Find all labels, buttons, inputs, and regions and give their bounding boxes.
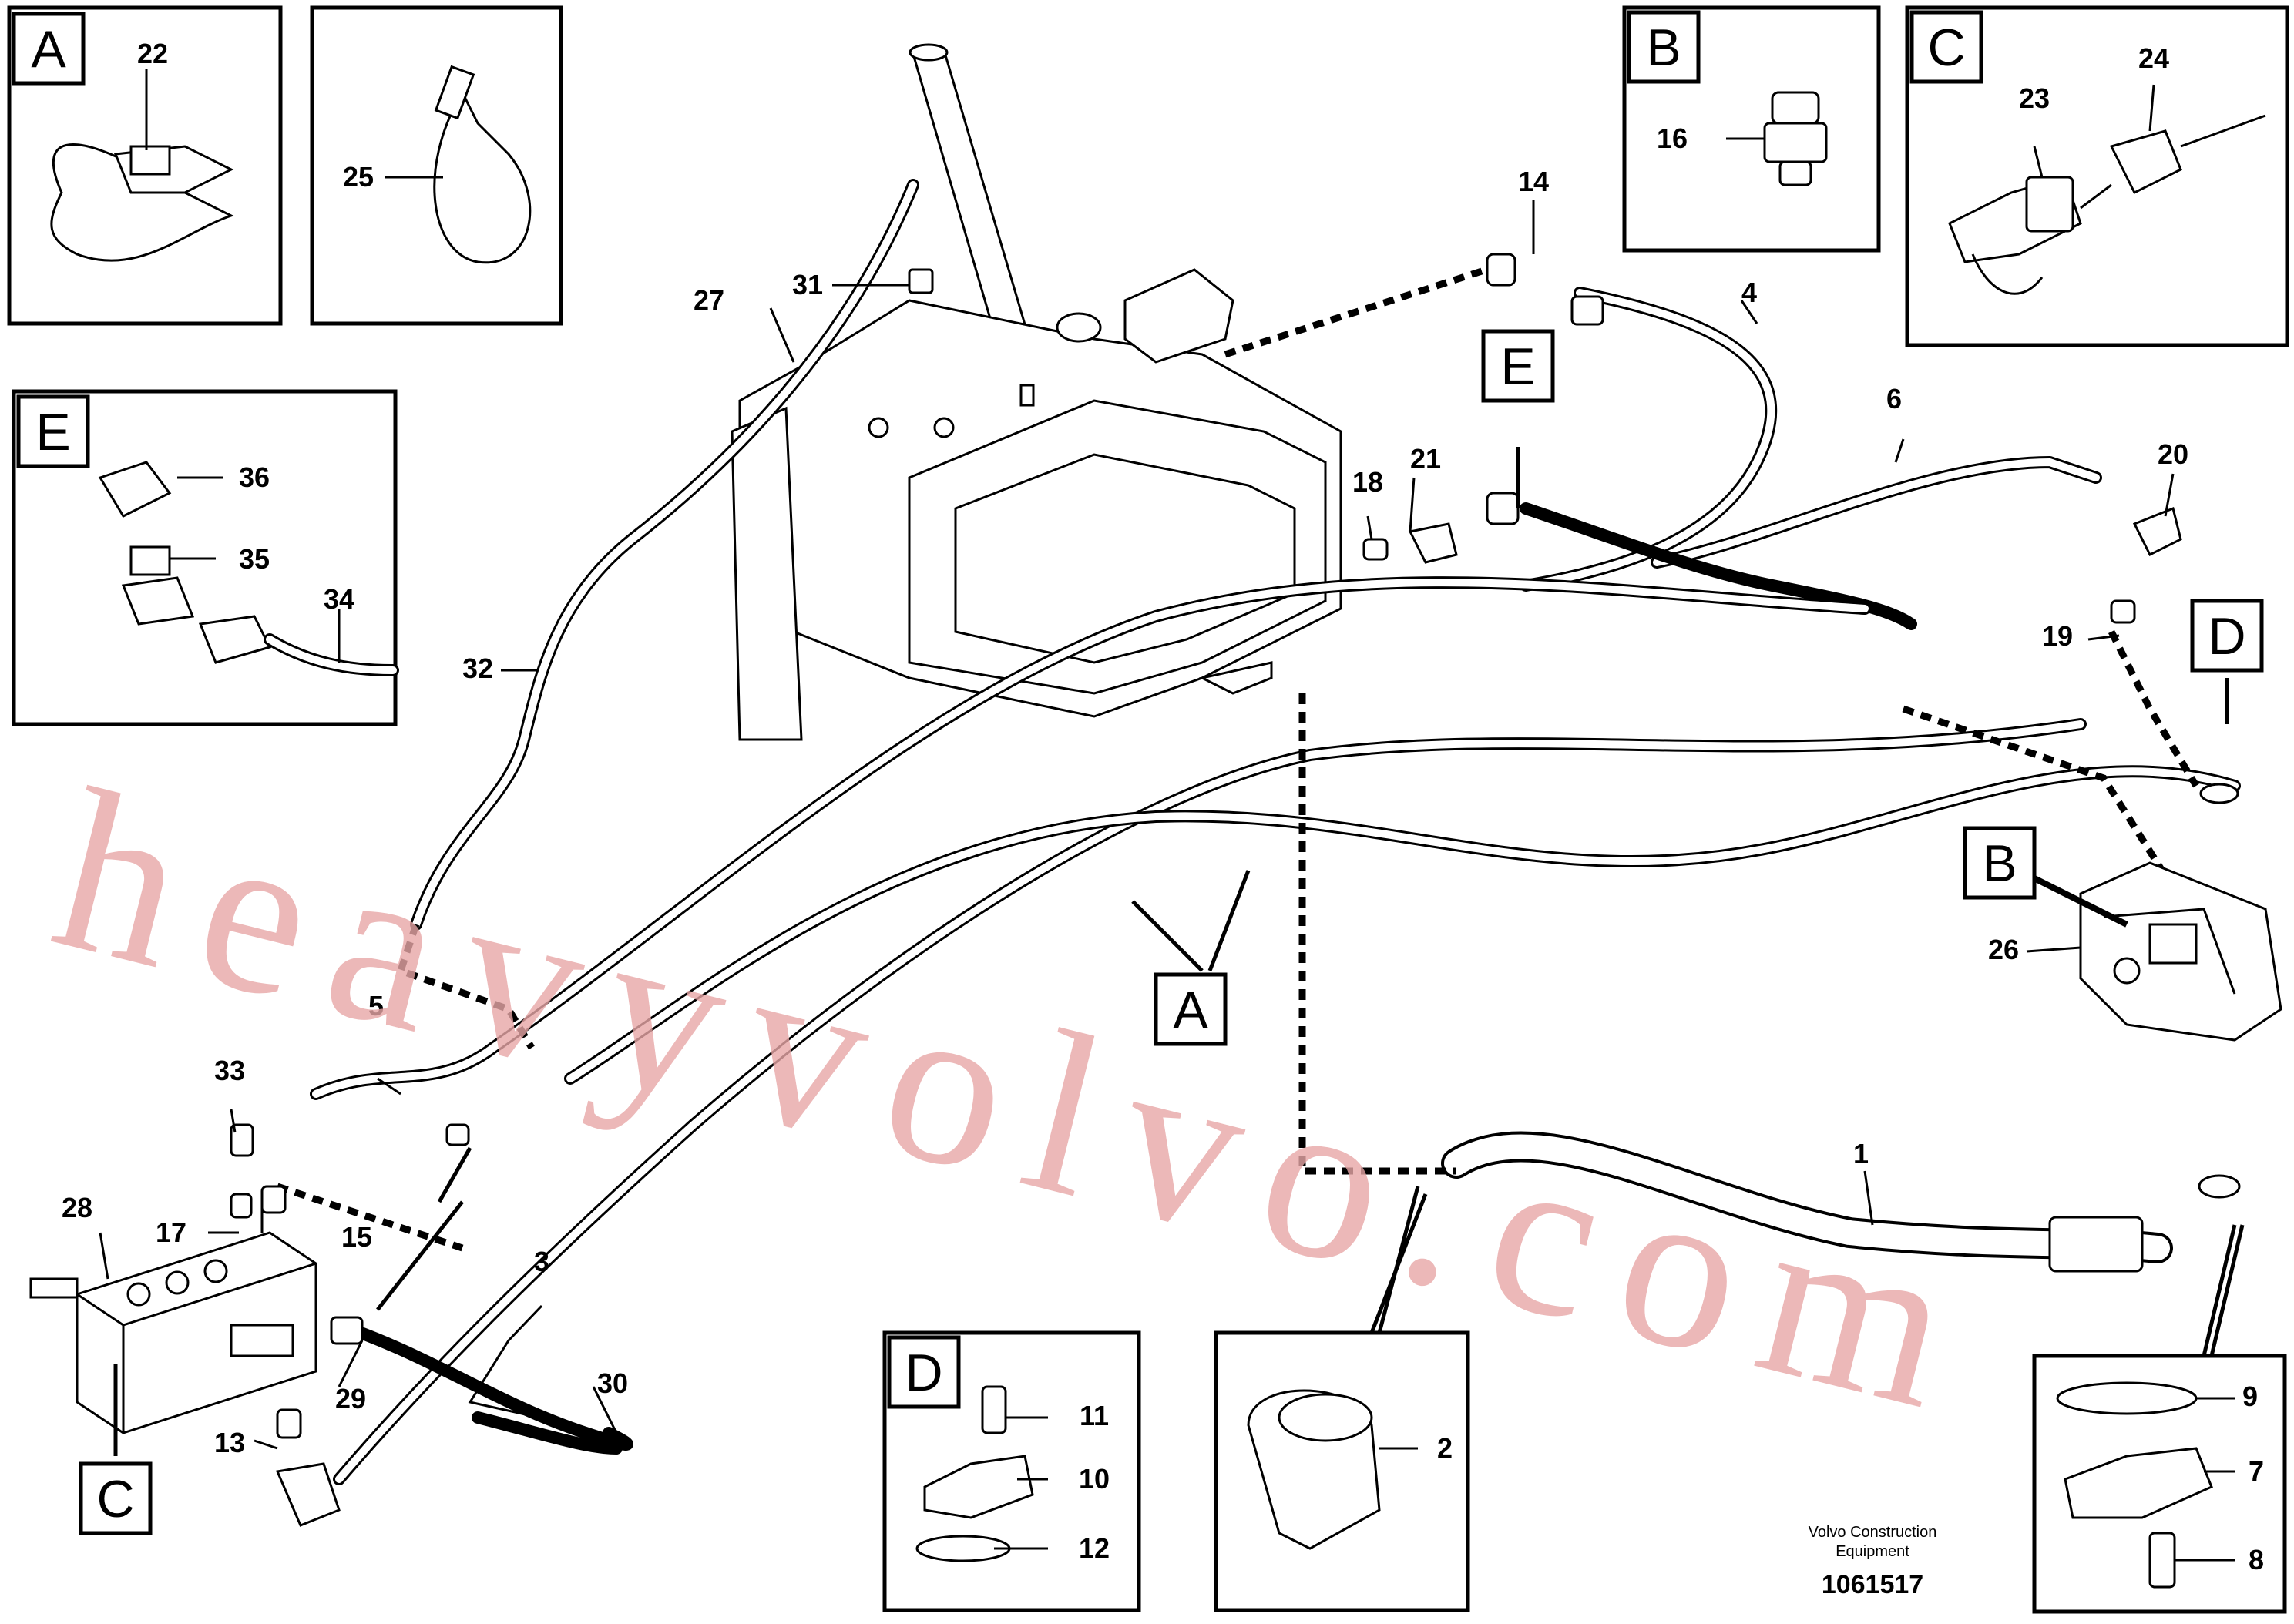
callout-20: 20 <box>2158 438 2188 470</box>
callout-10: 10 <box>1079 1463 1110 1495</box>
pointer-d-label: D <box>2208 607 2245 666</box>
callout-4: 4 <box>1741 277 1757 308</box>
pointer-b-label: B <box>1982 834 2017 893</box>
callout-5: 5 <box>368 990 384 1022</box>
callout-23: 23 <box>2019 82 2050 114</box>
leader-lines <box>99 200 2245 1456</box>
pointer-boxes: A E D B C <box>79 329 2264 1535</box>
callout-1: 1 <box>1853 1138 1869 1169</box>
callout-28: 28 <box>62 1192 92 1223</box>
footer-brand-line2: Equipment <box>1836 1543 1909 1560</box>
drawing-number: 1061517 <box>1822 1570 1923 1599</box>
callout-7: 7 <box>2249 1455 2264 1487</box>
callout-35: 35 <box>239 543 270 575</box>
callout-16: 16 <box>1657 122 1688 154</box>
inset-c-label: C <box>1927 18 1965 77</box>
callout-34: 34 <box>324 583 354 615</box>
callout-9: 9 <box>2242 1381 2258 1412</box>
callout-21: 21 <box>1410 443 1441 475</box>
fittings <box>230 253 2241 1527</box>
control-valve <box>29 1231 317 1434</box>
inset-2 <box>1214 1330 1470 1612</box>
callout-13: 13 <box>214 1427 245 1458</box>
callout-17: 17 <box>156 1216 186 1248</box>
callout-12: 12 <box>1079 1532 1110 1564</box>
callout-31: 31 <box>792 269 823 300</box>
callout-6: 6 <box>1886 383 1902 414</box>
callout-24: 24 <box>2138 42 2169 74</box>
inset-25 <box>310 5 563 326</box>
hydraulic-tank <box>731 43 1342 741</box>
callout-33: 33 <box>214 1055 245 1086</box>
callout-25: 25 <box>343 161 374 193</box>
callout-27: 27 <box>694 284 724 316</box>
callout-29: 29 <box>335 1383 366 1414</box>
callout-8: 8 <box>2249 1544 2264 1575</box>
callout-36: 36 <box>239 461 270 493</box>
inset-d-label: D <box>905 1344 942 1402</box>
callout-30: 30 <box>597 1367 628 1399</box>
inset-9-7-8 <box>2032 1354 2287 1614</box>
callout-numbers: 1 2 3 4 5 6 7 8 9 10 11 12 13 14 15 16 1… <box>62 38 2264 1575</box>
pump <box>2079 861 2282 1042</box>
inset-C: C <box>1905 5 2289 347</box>
footer-brand-line1: Volvo Construction <box>1809 1524 1937 1541</box>
callout-15: 15 <box>341 1221 372 1253</box>
inset-B: B <box>1622 5 1881 253</box>
callout-26: 26 <box>1988 934 2019 965</box>
callout-3: 3 <box>534 1246 549 1277</box>
footer: Volvo Construction Equipment 1061517 <box>1809 1524 1937 1599</box>
inset-b-label: B <box>1646 18 1681 77</box>
inset-A: A <box>7 5 283 326</box>
callout-18: 18 <box>1352 466 1383 498</box>
callout-22: 22 <box>137 38 168 69</box>
callout-32: 32 <box>462 653 493 684</box>
callout-19: 19 <box>2042 620 2073 652</box>
inset-e-label: E <box>35 403 70 461</box>
inset-a-label: A <box>31 20 66 79</box>
inset-D: D <box>882 1330 1141 1612</box>
pointer-a-label: A <box>1173 981 1208 1039</box>
inset-E: E <box>12 389 399 726</box>
callout-11: 11 <box>1080 1400 1109 1431</box>
pointer-c-label: C <box>96 1470 134 1528</box>
pointer-e-label: E <box>1500 337 1535 396</box>
callout-2: 2 <box>1437 1432 1453 1464</box>
callout-14: 14 <box>1518 166 1549 197</box>
